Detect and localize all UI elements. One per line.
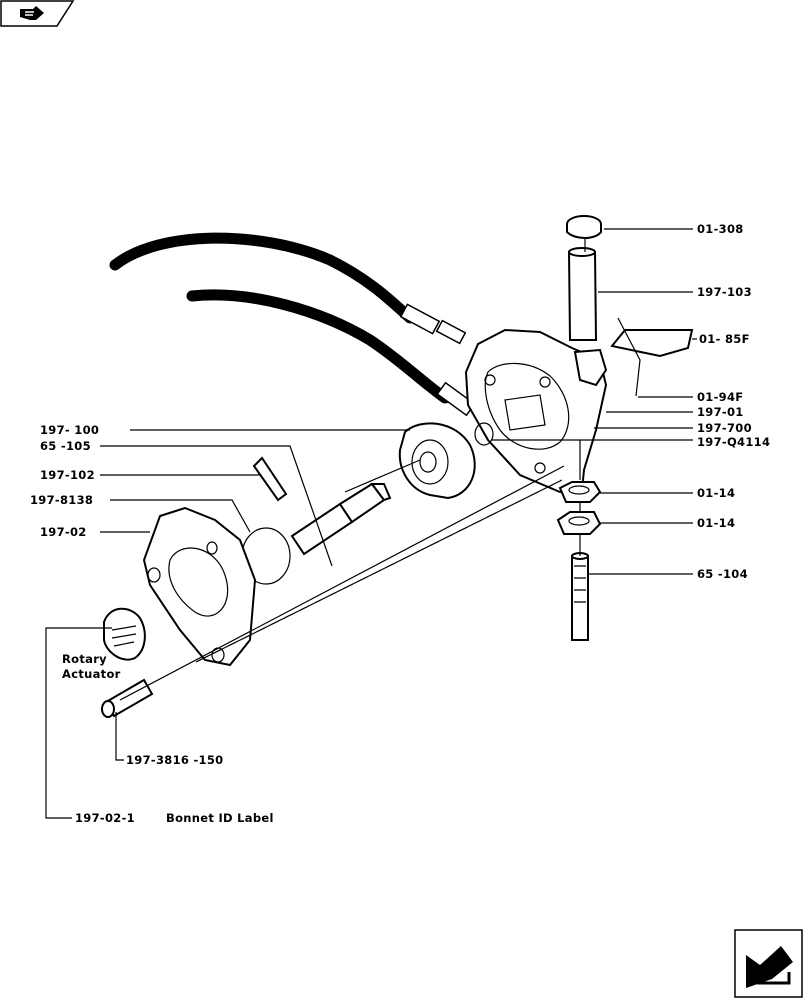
prev-page-tab[interactable] — [0, 0, 75, 27]
label-01-85f: 01- 85F — [699, 332, 750, 346]
hose-upper — [109, 232, 416, 324]
hand-pointing-icon — [20, 6, 44, 20]
tag-01-85f — [610, 329, 694, 358]
screw-197-3816-150 — [101, 678, 154, 718]
label-197-8138: 197-8138 — [30, 493, 93, 507]
label-197-02: 197-02 — [40, 525, 87, 539]
label-197-103: 197-103 — [697, 285, 752, 299]
nut-01-14-upper — [558, 481, 602, 503]
label-01-94f: 01-94F — [697, 390, 743, 404]
label-197-01: 197-01 — [697, 405, 744, 419]
valve-body — [464, 328, 608, 494]
bonnet-id-label-plate — [103, 607, 146, 661]
label-197-q4114: 197-Q4114 — [697, 435, 770, 449]
label-197-02-1: 197-02-1 — [75, 811, 135, 825]
pin-197-102 — [252, 456, 288, 502]
wire-01-94f — [617, 317, 641, 397]
label-01-308: 01-308 — [697, 222, 744, 236]
nut-01-14-lower — [556, 511, 602, 535]
bonnet-197-02 — [142, 506, 257, 667]
next-page-button[interactable] — [734, 929, 803, 998]
label-197-102: 197-102 — [40, 468, 95, 482]
label-197-3816-150: 197-3816 -150 — [126, 753, 223, 767]
hose-fitting-upper — [399, 303, 467, 345]
label-65-105: 65 -105 — [40, 439, 91, 453]
disc-197-100 — [398, 422, 476, 500]
label-01-14-upper: 01-14 — [697, 486, 735, 500]
label-actuator: Actuator — [62, 667, 121, 681]
label-rotary: Rotary — [62, 652, 107, 666]
label-bonnet-id: Bonnet ID Label — [166, 811, 274, 825]
cap-01-308 — [566, 215, 602, 239]
label-01-14-lower: 01-14 — [697, 516, 735, 530]
label-65-104: 65 -104 — [697, 567, 748, 581]
o-ring-197-700 — [474, 422, 494, 446]
arrow-pointing-icon — [746, 946, 793, 988]
label-197-700: 197-700 — [697, 421, 752, 435]
stud-65-104 — [571, 552, 589, 641]
tube-197-103 — [567, 247, 598, 341]
hose-lower — [186, 289, 451, 404]
shaft-65-105 — [290, 482, 392, 556]
label-197-100: 197- 100 — [40, 423, 99, 437]
